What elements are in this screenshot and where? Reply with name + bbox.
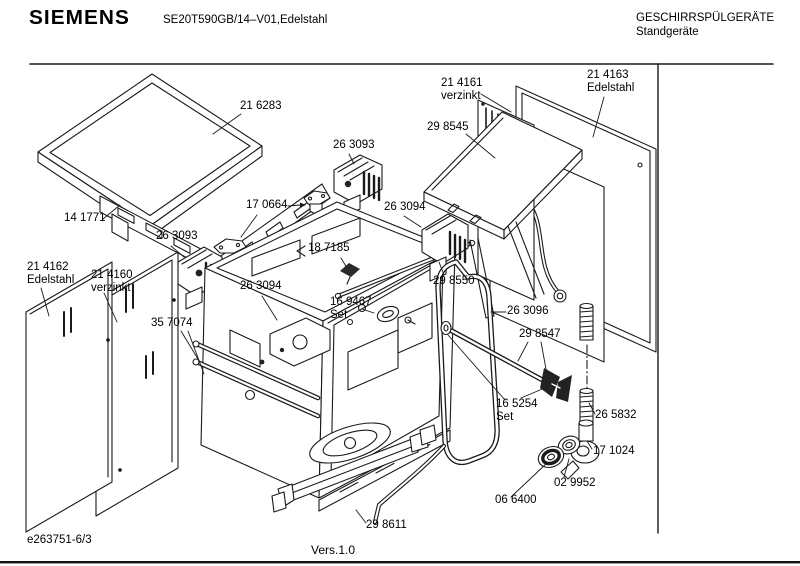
base-rail-drawing <box>271 424 437 513</box>
brand-logo: SIEMENS <box>29 7 130 29</box>
spring-rod-drawing <box>579 302 594 424</box>
valve-drawing <box>560 419 600 480</box>
dispenser-drawing <box>269 317 331 367</box>
hinge-bracket-drawing <box>213 190 331 254</box>
cover-panel-drawing <box>423 111 583 319</box>
door-gasket-drawing <box>372 259 500 525</box>
model-number: SE20T590GB/14–V01,Edelstahl <box>163 14 328 26</box>
part-label-26-3094-right: 26 3094 <box>384 201 426 213</box>
part-label-26-5832: 26 5832 <box>595 409 637 421</box>
part-label-29-8550: 29 8550 <box>433 275 475 287</box>
part-label-21-6283: 21 6283 <box>240 100 282 112</box>
part-label-17-0664: 17 0664 <box>246 199 288 211</box>
product-category: GESCHIRRSPÜLGERÄTE Standgeräte <box>636 12 774 39</box>
part-label-17-1024: 17 1024 <box>593 445 635 457</box>
part-label-26-3096: 26 3096 <box>507 305 549 317</box>
part-label-26-3093-top: 26 3093 <box>333 139 375 151</box>
part-label-26-3094-left: 26 3094 <box>240 280 282 292</box>
float-set-drawing <box>346 303 416 326</box>
category-line: GESCHIRRSPÜLGERÄTE <box>636 12 775 24</box>
leader-lines <box>40 93 605 524</box>
part-label-02-9952: 02 9952 <box>554 477 596 489</box>
part-label-35-7074: 35 7074 <box>151 317 193 329</box>
door-spring-link-drawing <box>440 320 572 402</box>
side-panel-edelstahl-drawing <box>25 261 113 533</box>
part-label-06-6400: 06 6400 <box>495 494 537 506</box>
pump-block-drawing <box>421 213 469 282</box>
part-label-18-7185: 18 7185 <box>308 242 350 254</box>
part-label-29-8611: 29 8611 <box>366 519 407 531</box>
part-label-26-3093-left: 26 3093 <box>156 230 198 242</box>
version-label: Vers.1.0 <box>311 543 356 557</box>
page-rules <box>0 63 800 564</box>
document-number: e263751-6/3 <box>27 534 92 546</box>
clip-drawing <box>296 245 360 285</box>
grommet-066400-drawing <box>537 445 565 469</box>
part-label-29-8547: 29 8547 <box>519 328 561 340</box>
pipes-drawing <box>192 340 321 419</box>
part-label-29-8545: 29 8545 <box>427 121 469 133</box>
subcategory-line: Standgeräte <box>636 25 699 38</box>
part-label-14-1771: 14 1771 <box>64 212 106 224</box>
